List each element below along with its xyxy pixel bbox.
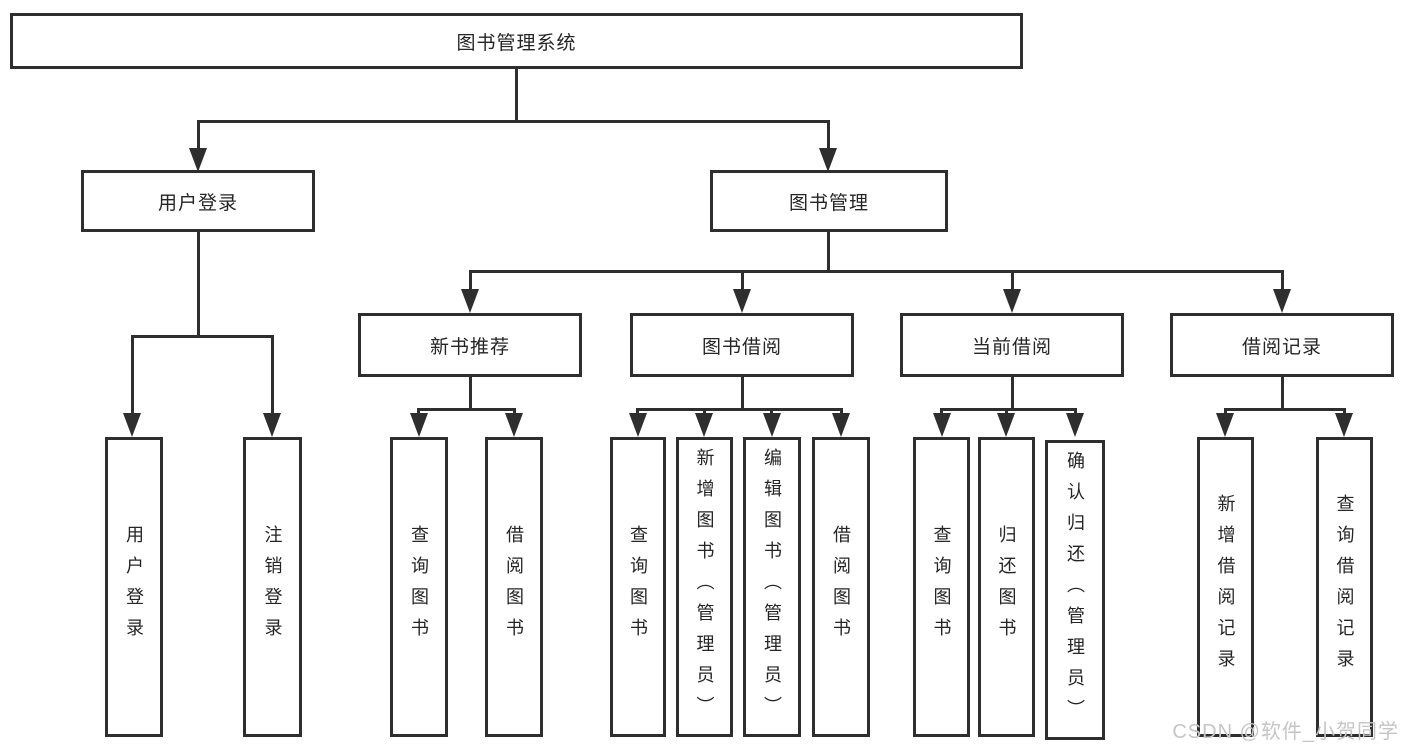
leaf-br-query-record: 查询借阅记录 bbox=[1316, 437, 1373, 737]
arrow-down-icon bbox=[629, 413, 647, 437]
node-book-management: 图书管理 bbox=[710, 170, 948, 232]
connector-line bbox=[1224, 408, 1227, 415]
node-label: 查询图书 bbox=[628, 525, 648, 649]
connector-line bbox=[1224, 408, 1346, 411]
node-label: 查询借阅记录 bbox=[1334, 494, 1355, 680]
connector-line bbox=[840, 408, 843, 415]
arrow-down-icon bbox=[1003, 289, 1021, 313]
leaf-cb-query-book: 查询图书 bbox=[913, 437, 970, 737]
node-label: 图书管理系统 bbox=[456, 32, 577, 54]
node-label: 新书推荐 bbox=[429, 336, 510, 358]
leaf-bb-add-book-admin: 新增图书（管理员） bbox=[676, 437, 733, 737]
connector-line bbox=[1281, 377, 1284, 408]
node-label: 用户登录 bbox=[124, 525, 144, 649]
node-label: 当前借阅 bbox=[971, 336, 1052, 358]
arrow-down-icon bbox=[733, 289, 751, 313]
connector-line bbox=[1281, 270, 1284, 289]
arrow-down-icon bbox=[933, 413, 951, 437]
leaf-cb-confirm-return-admin: 确认归还（管理员） bbox=[1045, 440, 1105, 740]
leaf-nb-query-book: 查询图书 bbox=[390, 437, 448, 737]
connector-line bbox=[770, 408, 773, 415]
leaf-nb-borrow-book: 借阅图书 bbox=[485, 437, 543, 737]
arrow-down-icon bbox=[505, 413, 523, 437]
leaf-bb-query-book: 查询图书 bbox=[610, 437, 666, 737]
connector-line bbox=[513, 408, 516, 415]
connector-line bbox=[1074, 408, 1077, 415]
arrow-down-icon bbox=[763, 413, 781, 437]
arrow-down-icon bbox=[1216, 413, 1234, 437]
connector-line bbox=[1343, 408, 1346, 415]
arrow-down-icon bbox=[695, 413, 713, 437]
connector-line bbox=[515, 69, 518, 120]
node-label: 查询图书 bbox=[931, 525, 952, 649]
node-current-borrow: 当前借阅 bbox=[900, 313, 1124, 377]
node-label: 查询图书 bbox=[409, 525, 429, 649]
node-label: 借阅图书 bbox=[504, 525, 524, 649]
node-label: 借阅记录 bbox=[1241, 336, 1322, 358]
node-label: 注销登录 bbox=[262, 525, 283, 649]
connector-line bbox=[197, 232, 200, 335]
connector-line bbox=[827, 232, 830, 270]
connector-line bbox=[131, 335, 274, 338]
node-new-book-recommend: 新书推荐 bbox=[358, 313, 582, 377]
arrow-down-icon bbox=[123, 413, 141, 437]
node-label: 编辑图书（管理员） bbox=[762, 447, 782, 727]
leaf-logout: 注销登录 bbox=[243, 437, 302, 737]
connector-line bbox=[197, 120, 200, 148]
connector-line bbox=[703, 408, 706, 415]
arrow-down-icon bbox=[1066, 413, 1084, 437]
node-user-login: 用户登录 bbox=[81, 170, 315, 232]
arrow-down-icon bbox=[1273, 289, 1291, 313]
watermark: CSDN @软件_小贺同学 bbox=[1172, 721, 1399, 743]
node-label: 借阅图书 bbox=[831, 525, 851, 649]
node-label: 新增借阅记录 bbox=[1215, 494, 1236, 680]
connector-line bbox=[271, 335, 274, 413]
node-book-borrow: 图书借阅 bbox=[630, 313, 854, 377]
arrow-down-icon bbox=[189, 148, 207, 172]
node-label: 归还图书 bbox=[996, 525, 1017, 649]
node-label: 图书借阅 bbox=[701, 336, 782, 358]
leaf-cb-return-book: 归还图书 bbox=[978, 437, 1035, 737]
arrow-down-icon bbox=[263, 413, 281, 437]
connector-line bbox=[1011, 377, 1014, 408]
connector-line bbox=[636, 408, 639, 415]
connector-line bbox=[940, 408, 1077, 411]
node-library-system: 图书管理系统 bbox=[10, 13, 1023, 69]
connector-line bbox=[197, 120, 830, 123]
node-label: 确认归还（管理员） bbox=[1065, 450, 1085, 730]
connector-line bbox=[741, 270, 744, 289]
connector-line bbox=[1011, 270, 1014, 289]
connector-line bbox=[131, 335, 134, 413]
node-borrow-records: 借阅记录 bbox=[1170, 313, 1394, 377]
arrow-down-icon bbox=[997, 413, 1015, 437]
connector-line bbox=[469, 270, 472, 289]
leaf-br-add-record: 新增借阅记录 bbox=[1197, 437, 1254, 737]
arrow-down-icon bbox=[410, 413, 428, 437]
leaf-user-login: 用户登录 bbox=[105, 437, 163, 737]
arrow-down-icon bbox=[1335, 413, 1353, 437]
connector-line bbox=[636, 408, 843, 411]
node-label: 图书管理 bbox=[788, 192, 869, 214]
connector-line bbox=[827, 120, 830, 148]
connector-line bbox=[741, 377, 744, 408]
arrow-down-icon bbox=[832, 413, 850, 437]
connector-line bbox=[469, 270, 1283, 273]
leaf-bb-edit-book-admin: 编辑图书（管理员） bbox=[743, 437, 801, 737]
connector-line bbox=[417, 408, 420, 415]
node-label: 新增图书（管理员） bbox=[694, 447, 715, 727]
leaf-bb-borrow-book: 借阅图书 bbox=[812, 437, 870, 737]
connector-line bbox=[417, 408, 516, 411]
node-label: 用户登录 bbox=[157, 192, 238, 214]
connector-line bbox=[1005, 408, 1008, 415]
connector-line bbox=[940, 408, 943, 415]
connector-line bbox=[469, 377, 472, 408]
arrow-down-icon bbox=[461, 289, 479, 313]
arrow-down-icon bbox=[819, 148, 837, 172]
